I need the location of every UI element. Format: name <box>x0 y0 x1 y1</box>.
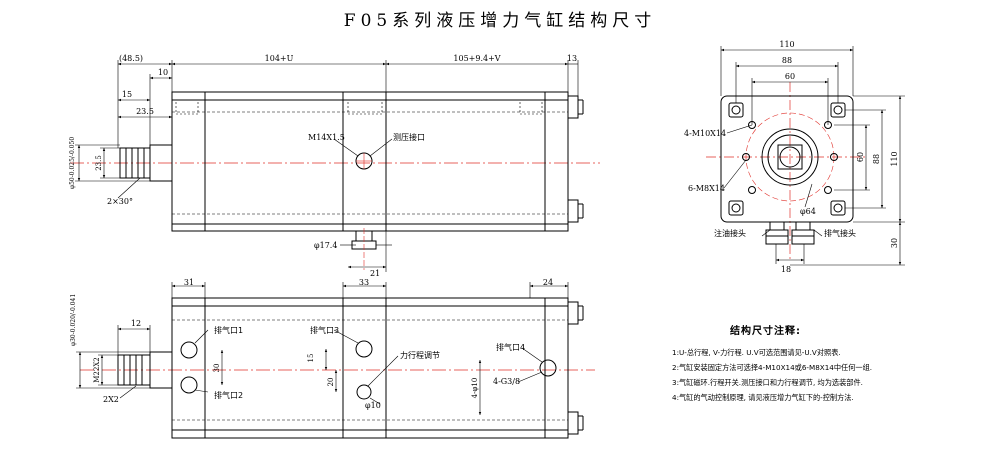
bottom-cylinder-body <box>171 297 569 439</box>
dim-m22: M22X2 <box>93 357 101 383</box>
side-flange <box>720 95 854 223</box>
notes-heading: 结构尺寸注释: <box>730 326 801 337</box>
dim-88-w: 88 <box>782 56 792 65</box>
dim-phi-64: φ64 <box>800 207 816 216</box>
dim-10: 10 <box>158 68 168 77</box>
drawing-title: F05系列液压增力气缸结构尺寸 <box>344 10 656 31</box>
dim-21: 21 <box>370 269 380 278</box>
dim-48-5: (48.5) <box>119 54 143 63</box>
dim-23-5-b: 23.5 <box>95 155 103 171</box>
note-line-3: 3:气缸磁环.行程开关.测压接口和力行程调节, 均为选装部件. <box>672 378 863 387</box>
label-6-m8: 6-M8X14 <box>688 184 725 193</box>
label-pressure-port: 测压接口 <box>393 132 425 142</box>
stroke-adjust-circle <box>356 384 372 400</box>
dim-4-g3-8: 4-G3/8 <box>493 377 520 386</box>
note-line-2: 2:气缸安装固定方法可选择4-M10X14或6-M8X14中任何一组. <box>672 363 873 372</box>
dim-110-w: 110 <box>779 40 794 49</box>
dim-phi-50: φ50-0.025/-0.050 <box>69 137 76 189</box>
port-1 <box>180 341 198 359</box>
dim-18: 18 <box>781 265 791 274</box>
dim-24: 24 <box>543 278 553 287</box>
dim-4-phi-10: 4-φ10 <box>471 378 479 399</box>
dim-60-w: 60 <box>785 72 795 81</box>
front-cylinder-body <box>171 91 569 232</box>
port-4 <box>539 359 557 377</box>
port-2 <box>180 376 198 394</box>
dim-phi-10: φ10 <box>365 401 381 410</box>
dim-15-b: 15 <box>307 354 315 363</box>
label-oil-inlet: 注油接头 <box>714 228 746 238</box>
label-vent: 排气接头 <box>824 228 856 238</box>
front-view-text: (48.5) 10 104+U 105+9.4+V 13 15 23.5 23.… <box>69 54 577 278</box>
dim-60-h: 60 <box>856 152 865 162</box>
front-view <box>70 60 600 272</box>
dim-chamfer: 2×30° <box>107 197 133 206</box>
dim-15: 15 <box>122 90 132 99</box>
label-exhaust-2: 排气口2 <box>214 390 243 400</box>
note-line-4: 4:气缸的气动控制原理, 请见液压增力气缸下的-控制方法. <box>672 393 854 402</box>
label-exhaust-1: 排气口1 <box>214 325 243 335</box>
label-4-m10: 4-M10X14 <box>684 129 726 138</box>
dim-31: 31 <box>184 278 194 287</box>
side-view-text: 110 88 60 60 88 110 30 φ64 18 4-M10X14 6… <box>684 40 899 274</box>
structure-notes: 结构尺寸注释: 1:U-总行程, V-力行程. U.V可选范围请见-U.V对照表… <box>672 322 992 405</box>
dim-110-h: 110 <box>890 151 899 166</box>
label-exhaust-4: 排气口4 <box>496 342 525 352</box>
dim-12: 12 <box>131 319 141 328</box>
label-m14: M14X1.5 <box>308 133 345 142</box>
dim-33: 33 <box>359 278 369 287</box>
dim-23-5-a: 23.5 <box>136 107 154 116</box>
dim-30: 30 <box>890 238 899 248</box>
dim-88-h: 88 <box>872 154 881 164</box>
dim-phi-17-4: φ17.4 <box>314 241 337 250</box>
label-exhaust-3: 排气口3 <box>310 325 339 335</box>
dim-105-v: 105+9.4+V <box>453 54 500 63</box>
port-3 <box>355 340 373 358</box>
dim-2x2: 2X2 <box>103 395 119 404</box>
note-line-1: 1:U-总行程, V-力行程. U.V可选范围请见-U.V对照表. <box>672 348 841 357</box>
dim-phi-30: φ30-0.020/-0.041 <box>70 294 77 346</box>
side-view <box>706 46 905 266</box>
bottom-view-text: 31 33 24 12 φ30-0.020/-0.041 M22X2 2X2 1… <box>70 278 553 410</box>
corner-bolts <box>728 102 846 216</box>
dim-104-u: 104+U <box>265 54 294 63</box>
dim-30-b: 30 <box>213 364 221 373</box>
dim-13: 13 <box>567 54 577 63</box>
bottom-view <box>76 282 595 439</box>
label-stroke-adjust: 力行程调节 <box>400 350 440 360</box>
dim-20: 20 <box>327 378 335 387</box>
center-boss-outer <box>761 128 819 186</box>
